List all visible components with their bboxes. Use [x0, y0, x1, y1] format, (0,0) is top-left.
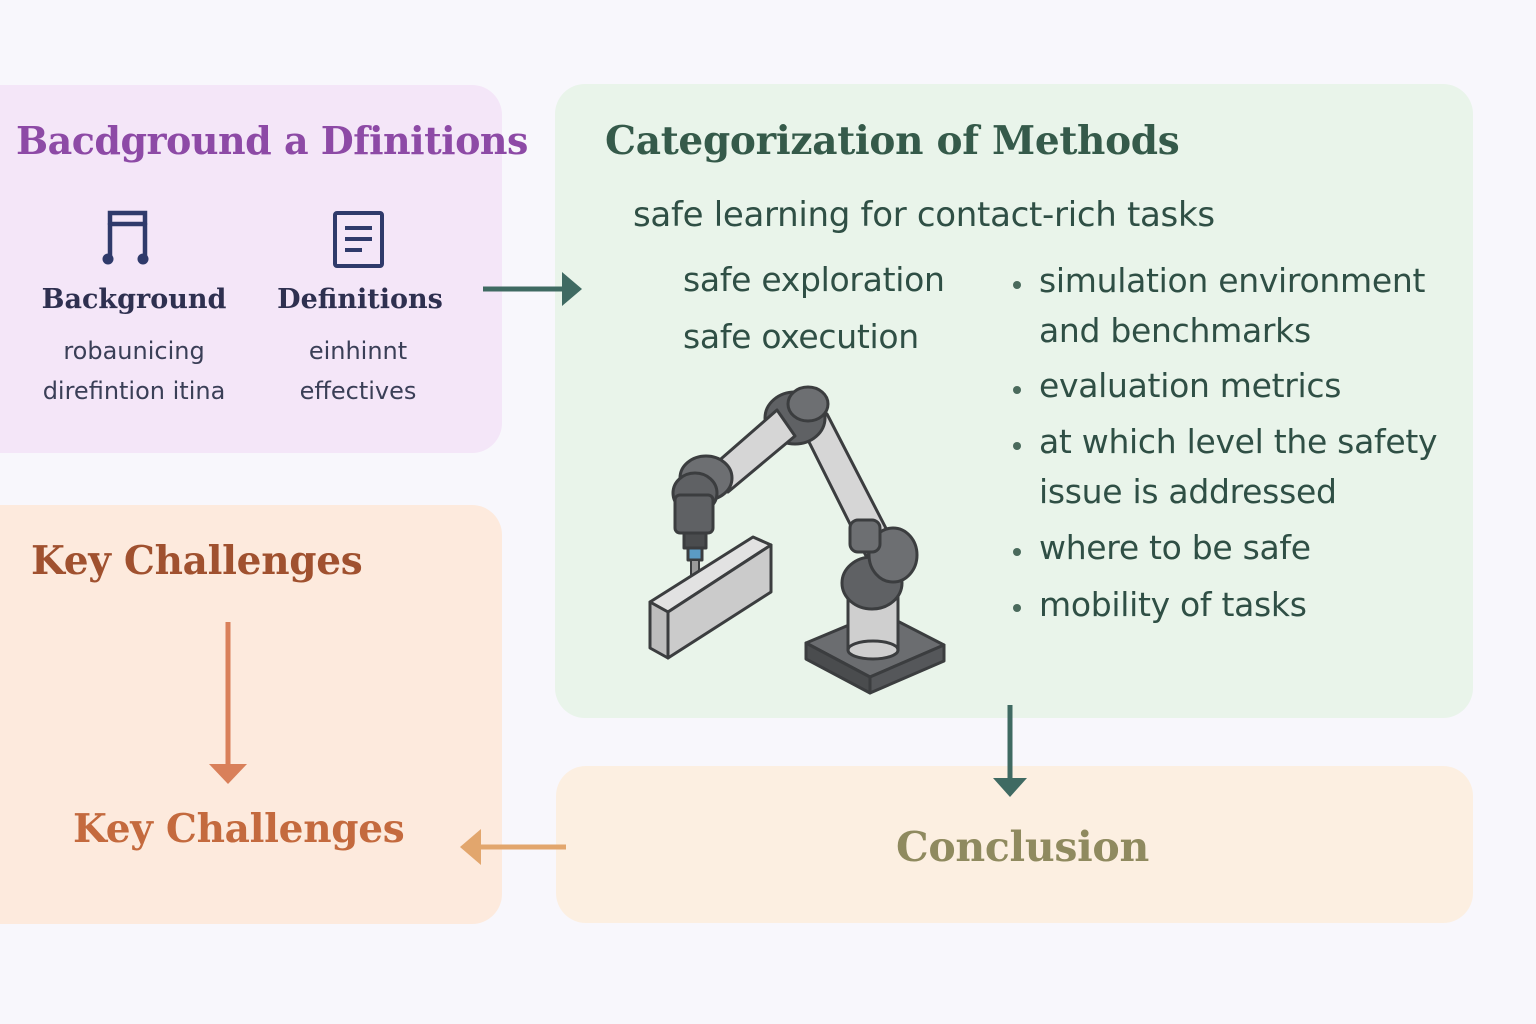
background-definitions-panel [0, 85, 502, 453]
bullet-item: mobility of tasks [1039, 580, 1307, 630]
bullet-line: mobility of tasks [1039, 585, 1307, 624]
bullet-line: at which level the safety [1039, 422, 1438, 461]
background-definitions-title: Bacdground a Dfinitions [16, 118, 528, 163]
bullet-line: where to be safe [1039, 528, 1311, 567]
definitions-item-line: effectives [299, 377, 417, 405]
key-challenges-panel [0, 505, 502, 924]
background-item-title: Background [41, 284, 227, 315]
categorization-title: Categorization of Methods [605, 118, 1180, 164]
bullet-line: evaluation metrics [1039, 366, 1342, 405]
bullet-line: issue is addressed [1039, 472, 1337, 511]
categorization-subtitle: safe learning for contact-rich tasks [633, 195, 1215, 235]
key-challenges-label: Key Challenges [73, 806, 405, 852]
background-item-line: direfintion itina [42, 377, 226, 405]
bullet-item: simulation environment and benchmarks [1039, 256, 1425, 356]
conclusion-label: Conclusion [896, 823, 1149, 871]
definitions-item-line: einhinnt [308, 337, 408, 365]
bullet-item: evaluation metrics [1039, 361, 1341, 411]
bullet-line: and benchmarks [1039, 311, 1311, 350]
bullet-line: simulation environment [1039, 261, 1426, 300]
method-item: safe oxecution [683, 317, 919, 356]
method-item: safe exploration [683, 260, 945, 299]
background-item-line: robaunicing [63, 337, 205, 365]
key-challenges-title: Key Challenges [31, 538, 363, 584]
bullet-item: where to be safe [1039, 523, 1311, 573]
definitions-item-title: Definitions [277, 284, 443, 315]
bullet-item: at which level the safety issue is addre… [1039, 417, 1437, 517]
